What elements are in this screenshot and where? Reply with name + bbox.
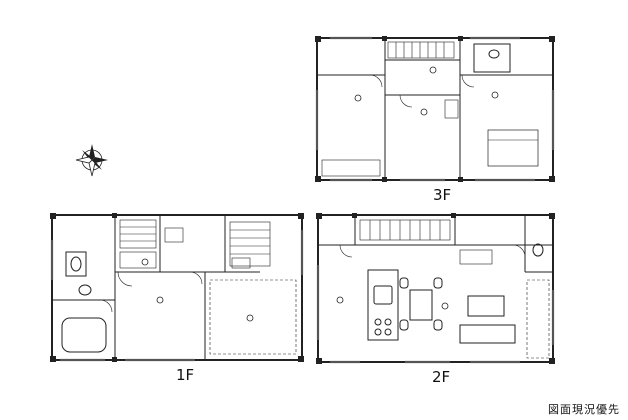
- floor-label-2f: 2F: [432, 368, 451, 386]
- footer-note: 図面現況優先: [548, 403, 620, 416]
- floor-label-1f: 1F: [176, 366, 195, 384]
- floor-2f-plan: [316, 213, 555, 364]
- floor-label-3f: 3F: [433, 186, 452, 204]
- floor-1f-plan: [50, 213, 304, 362]
- compass-rose-icon: [75, 144, 108, 177]
- floor-3f-plan: [315, 36, 555, 182]
